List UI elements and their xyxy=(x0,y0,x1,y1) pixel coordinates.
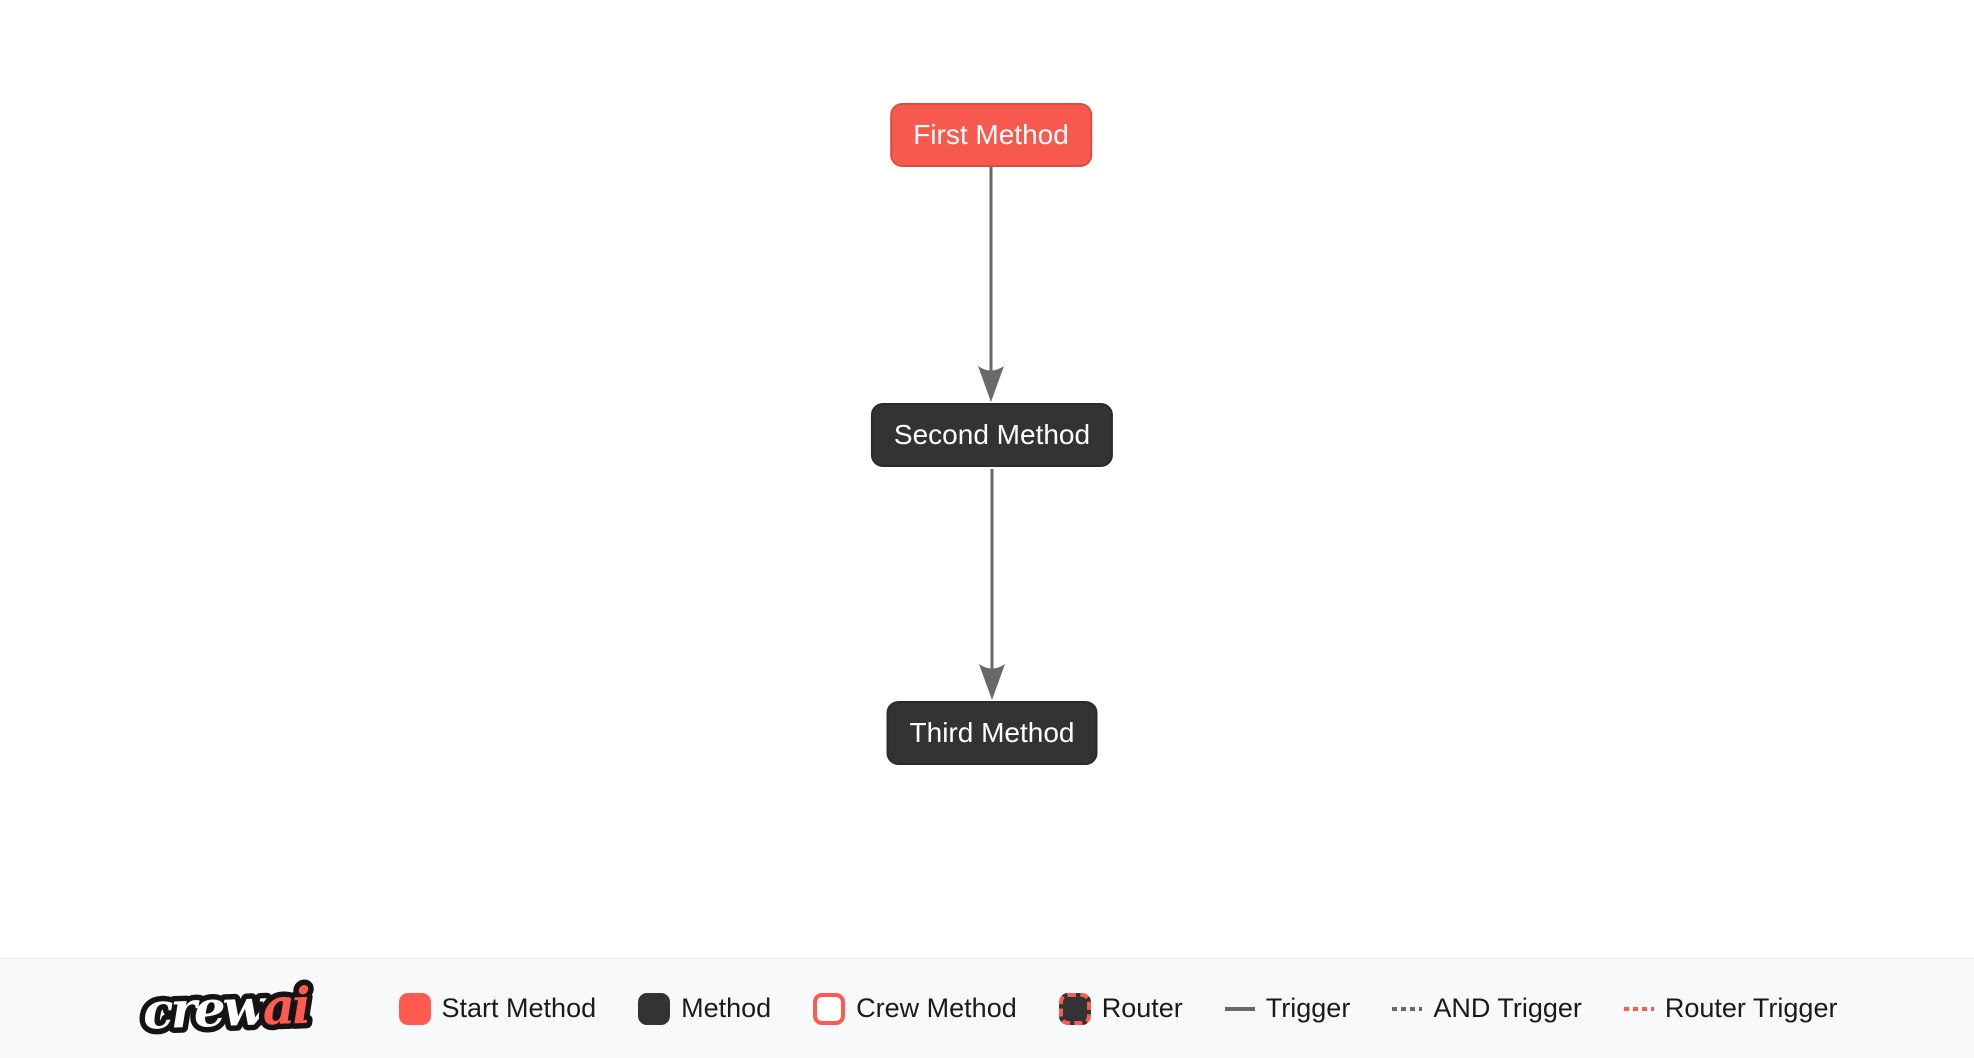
legend-item-crew-method: Crew Method xyxy=(813,992,1017,1025)
legend-item-router-trigger: Router Trigger xyxy=(1623,993,1838,1024)
trigger-line-icon xyxy=(1224,1006,1255,1011)
crewai-logo-text: crewai xyxy=(142,976,310,1041)
legend-item-trigger: Trigger xyxy=(1224,993,1351,1024)
start-method-swatch-icon xyxy=(398,992,431,1025)
crewai-logo: crewai xyxy=(135,963,356,1054)
legend-label: Method xyxy=(681,993,772,1023)
legend-label: Router Trigger xyxy=(1664,993,1838,1023)
method-swatch-icon xyxy=(638,992,671,1025)
flow-canvas[interactable]: First Method Second Method Third Method xyxy=(0,0,1974,958)
legend-item-and-trigger: AND Trigger xyxy=(1392,993,1582,1024)
legend-label: AND Trigger xyxy=(1433,993,1582,1023)
and-trigger-line-icon xyxy=(1392,1006,1423,1011)
legend-label: Trigger xyxy=(1265,993,1351,1023)
trigger-edge-second-third xyxy=(979,469,1005,700)
flow-node-second-method[interactable]: Second Method xyxy=(870,403,1114,467)
flow-node-first-method[interactable]: First Method xyxy=(890,103,1092,167)
flow-node-third-method[interactable]: Third Method xyxy=(886,701,1098,765)
legend-label: Start Method xyxy=(441,993,597,1023)
trigger-edge-first-second xyxy=(978,167,1004,402)
legend-label: Router xyxy=(1101,993,1183,1023)
legend-bar: crewai Start Method Method Crew Method R… xyxy=(0,958,1974,1058)
arrowhead-icon xyxy=(979,664,1005,700)
router-trigger-line-icon xyxy=(1623,1006,1654,1011)
crew-method-swatch-icon xyxy=(813,992,846,1025)
legend-item-router: Router xyxy=(1058,992,1183,1025)
router-swatch-icon xyxy=(1058,992,1091,1025)
arrowhead-icon xyxy=(978,366,1004,402)
legend-label: Crew Method xyxy=(856,993,1017,1023)
legend-item-method: Method xyxy=(638,992,772,1025)
legend-item-start-method: Start Method xyxy=(398,992,597,1025)
